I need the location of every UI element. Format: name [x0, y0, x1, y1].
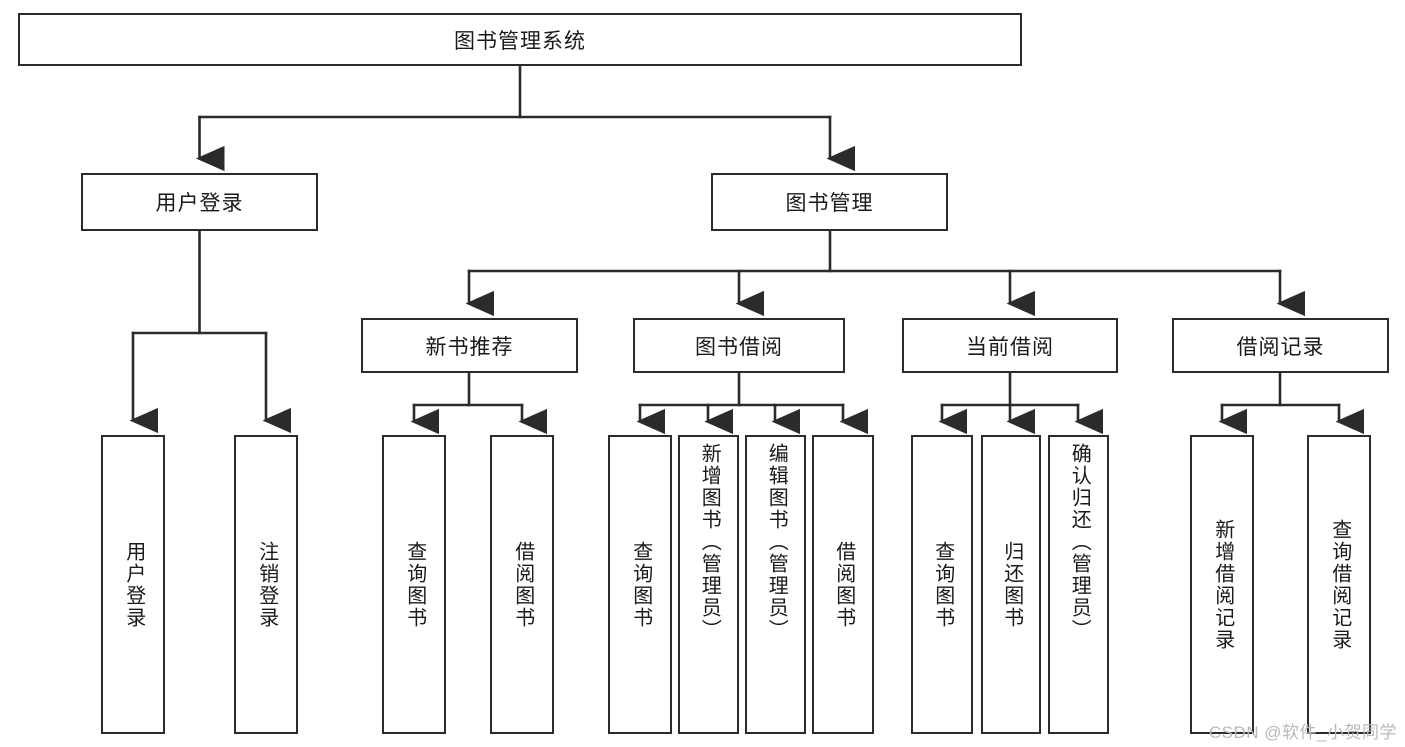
node-root-label: 图书管理系统 [454, 29, 586, 53]
leaf-add-record[interactable]: 新增借阅记录 [1190, 435, 1254, 734]
node-root[interactable]: 图书管理系统 [18, 13, 1022, 66]
leaf-query-book-2-label: 查询图书 [629, 540, 652, 629]
node-user-login-label: 用户登录 [155, 192, 244, 215]
node-borrow-record[interactable]: 借阅记录 [1172, 318, 1389, 373]
leaf-add-record-label: 新增借阅记录 [1211, 518, 1234, 651]
leaf-user-login[interactable]: 用户登录 [101, 435, 165, 734]
leaf-return-book[interactable]: 归还图书 [981, 435, 1041, 734]
leaf-edit-book-label: 编辑图书（管理员） [765, 443, 788, 641]
node-borrow-record-label: 借阅记录 [1236, 335, 1325, 359]
node-current-borrow[interactable]: 当前借阅 [902, 318, 1118, 373]
leaf-query-book-1[interactable]: 查询图书 [382, 435, 446, 734]
leaf-borrow-book-1-label: 借阅图书 [511, 540, 534, 629]
leaf-user-logout[interactable]: 注销登录 [234, 435, 298, 734]
watermark: CSDN @软件_小贺同学 [1208, 723, 1397, 742]
leaf-query-book-1-label: 查询图书 [403, 540, 426, 629]
leaf-edit-book[interactable]: 编辑图书（管理员） [745, 435, 806, 734]
node-book-borrow[interactable]: 图书借阅 [633, 318, 845, 373]
leaf-query-record-label: 查询借阅记录 [1328, 518, 1351, 651]
leaf-return-book-label: 归还图书 [1000, 540, 1023, 629]
node-book-borrow-label: 图书借阅 [695, 335, 783, 359]
leaf-confirm-return-label: 确认归还（管理员） [1068, 443, 1091, 641]
leaf-query-book-2[interactable]: 查询图书 [608, 435, 672, 734]
leaf-query-record[interactable]: 查询借阅记录 [1307, 435, 1371, 734]
leaf-add-book-label: 新增图书（管理员） [698, 443, 721, 641]
node-new-book-recommend-label: 新书推荐 [425, 335, 514, 359]
node-new-book-recommend[interactable]: 新书推荐 [361, 318, 578, 373]
node-book-manage[interactable]: 图书管理 [711, 173, 948, 231]
leaf-user-login-label: 用户登录 [122, 540, 145, 629]
leaf-borrow-book-1[interactable]: 借阅图书 [490, 435, 554, 734]
leaf-user-logout-label: 注销登录 [255, 540, 278, 629]
leaf-confirm-return[interactable]: 确认归还（管理员） [1048, 435, 1109, 734]
node-book-manage-label: 图书管理 [785, 192, 874, 215]
leaf-query-book-3[interactable]: 查询图书 [911, 435, 973, 734]
leaf-borrow-book-2-label: 借阅图书 [832, 540, 855, 629]
node-user-login[interactable]: 用户登录 [81, 173, 318, 231]
leaf-borrow-book-2[interactable]: 借阅图书 [812, 435, 874, 734]
leaf-add-book[interactable]: 新增图书（管理员） [678, 435, 739, 734]
node-current-borrow-label: 当前借阅 [966, 335, 1054, 359]
leaf-query-book-3-label: 查询图书 [931, 540, 954, 629]
